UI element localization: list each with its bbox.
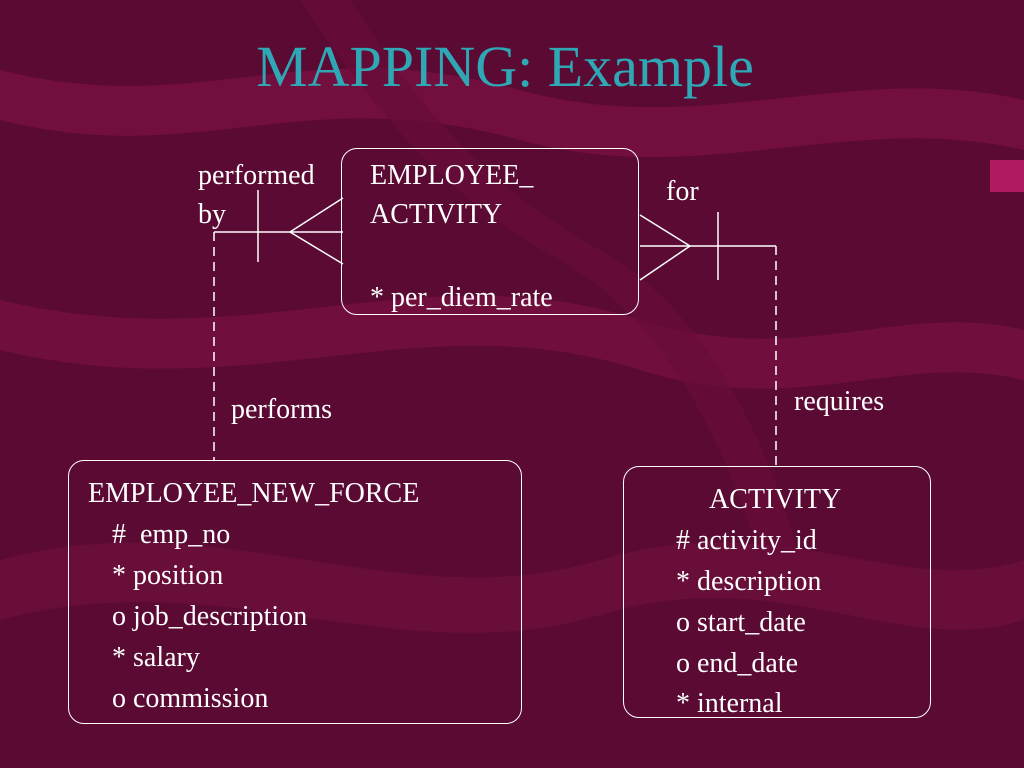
entity-attribute-commission: o commission [112, 683, 269, 714]
relationship-label-performed: performed [198, 160, 315, 191]
relationship-label-by: by [198, 199, 226, 230]
relationship-label-for: for [666, 176, 699, 207]
entity-attribute-salary: * salary [112, 642, 200, 673]
entity-employee-activity-name-line1: EMPLOYEE_ [370, 160, 534, 191]
entity-attribute-start-date: o start_date [676, 607, 806, 638]
entity-employee-new-force [68, 460, 522, 724]
entity-activity-name: ACTIVITY [709, 484, 842, 515]
entity-attribute-emp-no: # emp_no [112, 519, 231, 550]
page-title: MAPPING: Example [256, 34, 754, 99]
entity-employee-activity-name-line2: ACTIVITY [370, 199, 503, 230]
right-crows-foot [639, 214, 692, 281]
entity-attribute-position: * position [112, 560, 224, 591]
relationship-label-performs: performs [231, 394, 333, 425]
entity-employee-activity-attribute: * per_diem_rate [370, 282, 553, 313]
entity-attribute-internal: * internal [676, 688, 783, 719]
relationship-label-requires: requires [794, 386, 885, 417]
entity-attribute-job-description: o job_description [112, 601, 308, 632]
entity-activity [623, 466, 931, 718]
entity-attribute-end-date: o end_date [676, 648, 799, 679]
entity-employee-new-force-name: EMPLOYEE_NEW_FORCE [88, 478, 420, 509]
entity-attribute-activity-id: # activity_id [676, 525, 817, 556]
entity-attribute-description: * description [676, 566, 822, 597]
entity-employee-activity [341, 148, 639, 315]
corner-accent [990, 160, 1024, 192]
left-crows-foot [288, 197, 344, 265]
